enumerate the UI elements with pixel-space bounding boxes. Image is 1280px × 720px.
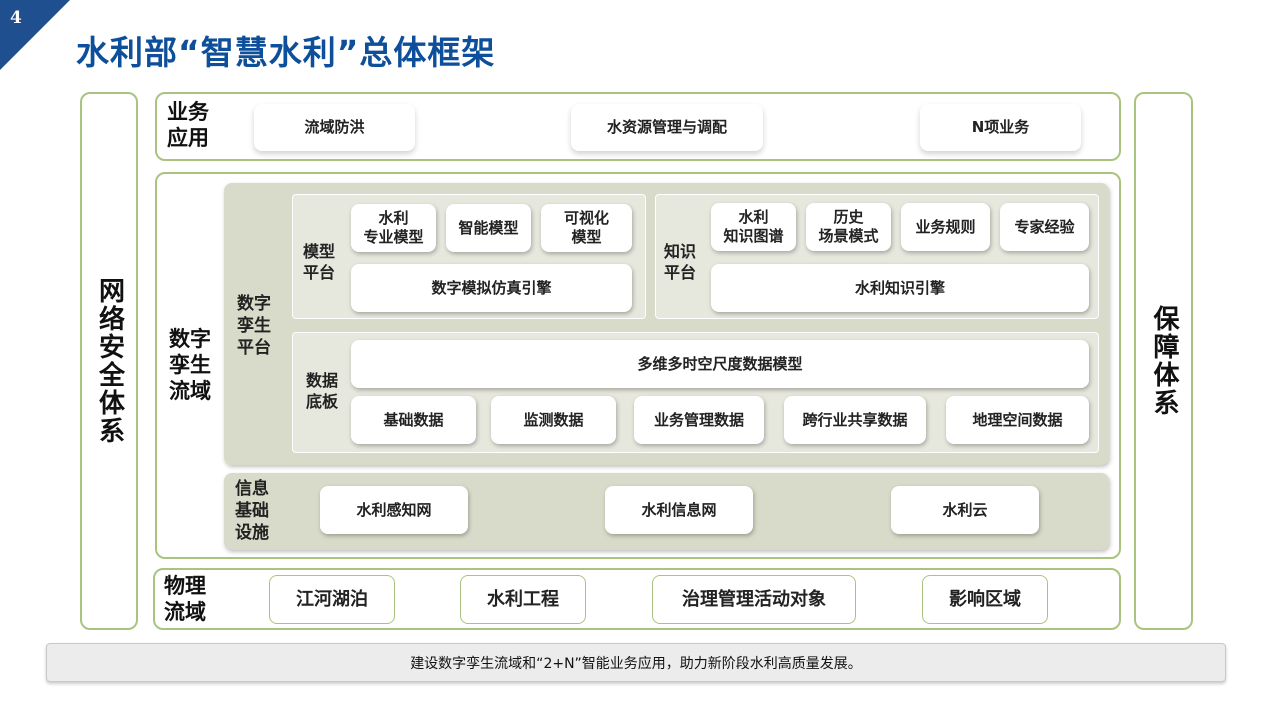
digital-twin-label-line3: 流域 [169, 379, 211, 403]
infra-item: 水利感知网 [320, 486, 468, 534]
twin-platform-label-line1: 数字 [237, 294, 271, 314]
business-label: 业务 应用 [167, 99, 209, 151]
data-model-box: 多维多时空尺度数据模型 [351, 340, 1089, 388]
data-item: 业务管理数据 [634, 396, 764, 444]
model-platform-label: 模型 平台 [303, 241, 335, 283]
model-platform-label-line2: 平台 [303, 263, 336, 282]
business-label-line1: 业务 [167, 100, 209, 124]
page-title: 水利部“智慧水利”总体框架 [76, 33, 496, 72]
infra-label-line3: 设施 [235, 523, 269, 543]
knowledge-item: 业务规则 [901, 203, 990, 251]
right-pillar-guarantee: 保障体系 [1134, 92, 1193, 630]
digital-twin-label-line2: 孪生 [169, 353, 211, 377]
data-base-label-line1: 数据 [306, 371, 339, 390]
knowledge-item: 专家经验 [1000, 203, 1089, 251]
business-item: 流域防洪 [254, 104, 415, 151]
model-item-line2: 专业模型 [363, 228, 424, 246]
physical-item: 江河湖泊 [269, 575, 395, 624]
digital-twin-label: 数字 孪生 流域 [169, 326, 211, 404]
knowledge-platform-label-line1: 知识 [664, 242, 697, 261]
physical-label-line1: 物理 [164, 574, 206, 598]
infra-item: 水利信息网 [605, 486, 753, 534]
right-pillar-label: 保障体系 [1149, 305, 1179, 417]
infra-label-line2: 基础 [235, 501, 269, 521]
data-item: 监测数据 [491, 396, 616, 444]
model-item: 智能模型 [446, 204, 531, 252]
model-platform-label-line1: 模型 [303, 242, 336, 261]
physical-item: 水利工程 [460, 575, 586, 624]
twin-platform-label-line2: 孪生 [237, 316, 271, 336]
data-item: 跨行业共享数据 [784, 396, 926, 444]
model-item-line1: 可视化 [563, 209, 609, 227]
model-item-line2: 模型 [571, 228, 602, 246]
data-base-label-line2: 底板 [306, 392, 339, 411]
twin-platform-label-line3: 平台 [237, 338, 271, 358]
business-item: N项业务 [920, 104, 1081, 151]
knowledge-item-line1: 水利 [738, 208, 769, 226]
knowledge-engine: 水利知识引擎 [711, 264, 1089, 312]
business-label-line2: 应用 [167, 126, 209, 150]
corner-triangle [0, 0, 70, 70]
knowledge-item-line1: 专家经验 [1014, 217, 1075, 236]
data-item: 基础数据 [351, 396, 476, 444]
knowledge-item-line2: 知识图谱 [723, 227, 784, 245]
physical-item: 影响区域 [922, 575, 1048, 624]
business-item: 水资源管理与调配 [571, 104, 763, 151]
simulation-engine: 数字模拟仿真引擎 [351, 264, 632, 312]
infra-label: 信息 基础 设施 [235, 478, 269, 544]
model-item-line1: 智能模型 [458, 218, 519, 237]
physical-item: 治理管理活动对象 [652, 575, 856, 624]
physical-label: 物理 流域 [164, 573, 206, 625]
model-item: 水利 专业模型 [351, 204, 436, 252]
model-item-line1: 水利 [378, 209, 409, 227]
physical-label-line2: 流域 [164, 600, 206, 624]
knowledge-item: 历史 场景模式 [806, 203, 891, 251]
digital-twin-label-line1: 数字 [169, 327, 211, 351]
knowledge-platform-label-line2: 平台 [664, 263, 697, 282]
infra-label-line1: 信息 [235, 479, 269, 499]
knowledge-item: 水利 知识图谱 [711, 203, 796, 251]
data-item: 地理空间数据 [946, 396, 1089, 444]
left-pillar-label: 网络安全体系 [94, 277, 125, 445]
page-number: 4 [10, 8, 22, 28]
model-item: 可视化 模型 [541, 204, 632, 252]
knowledge-item-line2: 场景模式 [818, 227, 879, 245]
twin-platform-label: 数字 孪生 平台 [237, 293, 271, 359]
data-base-label: 数据 底板 [306, 370, 338, 412]
infra-item: 水利云 [891, 486, 1039, 534]
left-pillar-network-security: 网络安全体系 [80, 92, 138, 630]
knowledge-platform-label: 知识 平台 [664, 241, 696, 283]
knowledge-item-line1: 历史 [833, 208, 864, 226]
knowledge-item-line1: 业务规则 [915, 217, 976, 236]
footer-caption: 建设数字孪生流域和“2+N”智能业务应用，助力新阶段水利高质量发展。 [46, 643, 1226, 682]
